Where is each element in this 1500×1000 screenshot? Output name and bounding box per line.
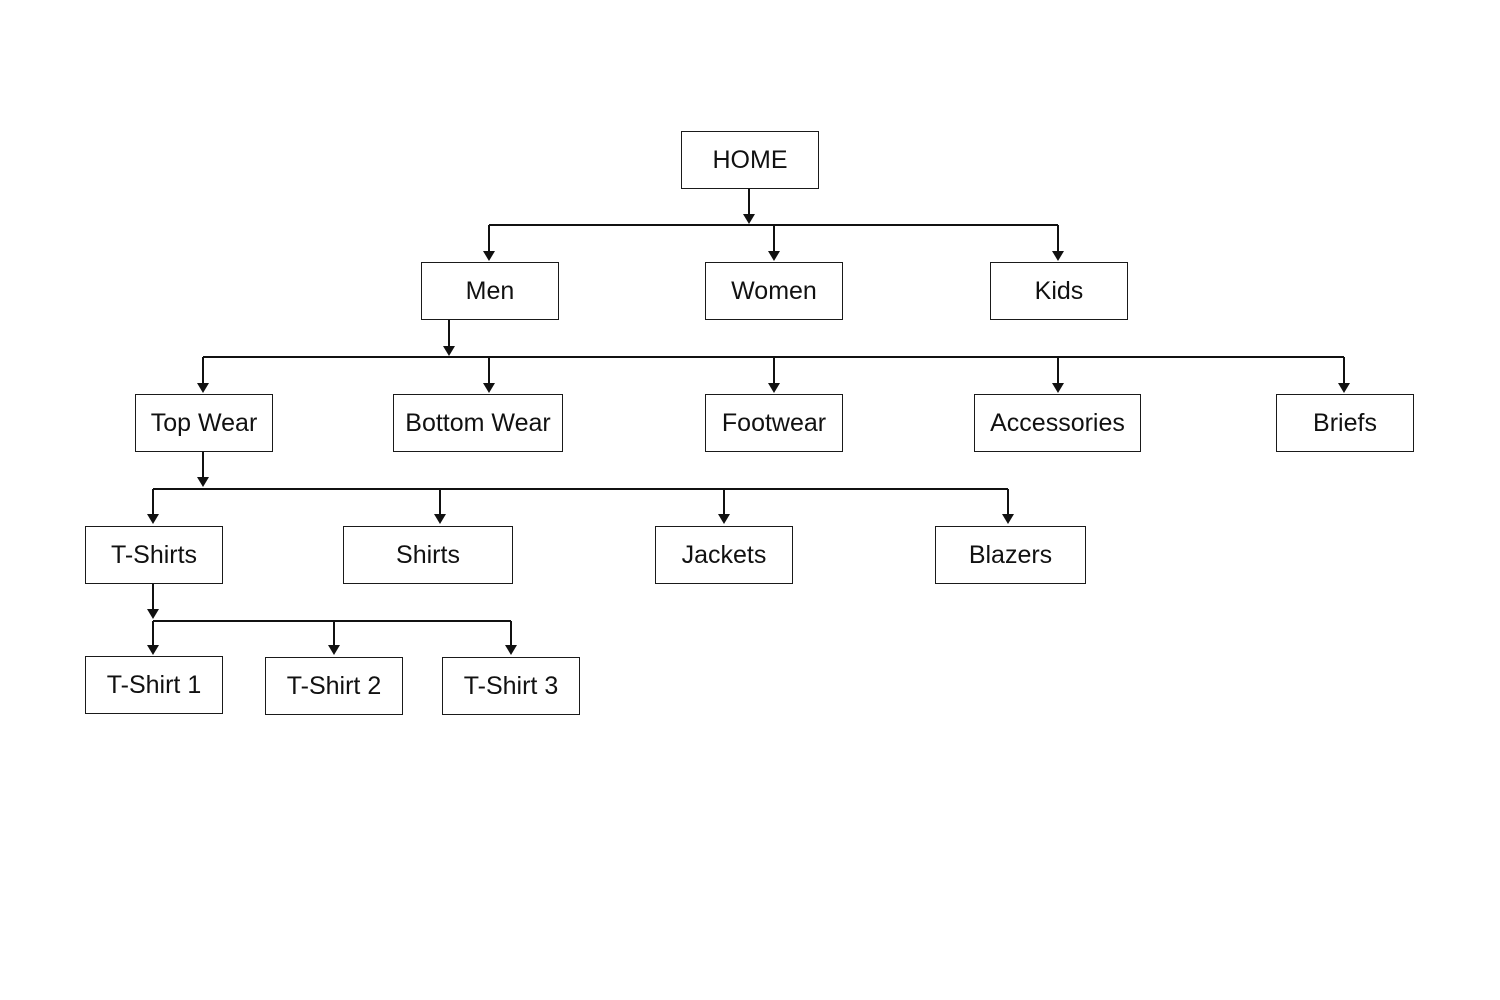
arrowhead: [1052, 251, 1064, 261]
node-top-wear-label: Top Wear: [150, 408, 258, 437]
node-jackets: Jackets: [655, 526, 793, 584]
node-t-shirt-3: T-Shirt 3: [442, 657, 580, 715]
connector-tshirts-to-level4: [147, 584, 517, 655]
node-top-wear: Top Wear: [135, 394, 273, 452]
node-women: Women: [705, 262, 843, 320]
node-kids-label: Kids: [1034, 276, 1084, 305]
arrowhead: [483, 383, 495, 393]
connector-men-to-level2: [197, 320, 1350, 393]
arrowhead: [1052, 383, 1064, 393]
node-accessories-label: Accessories: [990, 408, 1125, 437]
node-t-shirts: T-Shirts: [85, 526, 223, 584]
node-footwear: Footwear: [705, 394, 843, 452]
arrowhead: [147, 609, 159, 619]
node-jackets-label: Jackets: [681, 540, 767, 569]
node-briefs-label: Briefs: [1313, 408, 1377, 437]
arrowhead: [443, 346, 455, 356]
node-briefs: Briefs: [1276, 394, 1414, 452]
node-t-shirt-1: T-Shirt 1: [85, 656, 223, 714]
node-men: Men: [421, 262, 559, 320]
connector-home-to-level1: [483, 189, 1064, 261]
node-kids: Kids: [990, 262, 1128, 320]
arrowhead: [768, 251, 780, 261]
node-accessories: Accessories: [974, 394, 1141, 452]
arrowhead: [743, 214, 755, 224]
node-blazers-label: Blazers: [968, 540, 1053, 569]
node-shirts: Shirts: [343, 526, 513, 584]
node-bottom-wear-label: Bottom Wear: [405, 408, 551, 437]
node-shirts-label: Shirts: [396, 540, 460, 569]
node-t-shirt-2-label: T-Shirt 2: [286, 671, 382, 700]
arrowhead: [147, 645, 159, 655]
arrowhead: [434, 514, 446, 524]
arrowhead: [1002, 514, 1014, 524]
node-bottom-wear: Bottom Wear: [393, 394, 563, 452]
arrowhead: [483, 251, 495, 261]
node-t-shirt-2: T-Shirt 2: [265, 657, 403, 715]
arrowhead: [147, 514, 159, 524]
arrowhead: [505, 645, 517, 655]
node-home: HOME: [681, 131, 819, 189]
node-men-label: Men: [465, 276, 515, 305]
arrowhead: [328, 645, 340, 655]
arrowhead: [718, 514, 730, 524]
node-women-label: Women: [731, 276, 817, 305]
arrowhead: [197, 477, 209, 487]
arrowhead: [1338, 383, 1350, 393]
arrowhead: [768, 383, 780, 393]
arrowhead: [197, 383, 209, 393]
node-t-shirts-label: T-Shirts: [110, 540, 198, 569]
node-t-shirt-1-label: T-Shirt 1: [106, 670, 202, 699]
connector-topwear-to-level3: [147, 452, 1014, 524]
node-home-label: HOME: [712, 145, 788, 174]
node-blazers: Blazers: [935, 526, 1086, 584]
node-footwear-label: Footwear: [721, 408, 827, 437]
node-t-shirt-3-label: T-Shirt 3: [463, 671, 559, 700]
